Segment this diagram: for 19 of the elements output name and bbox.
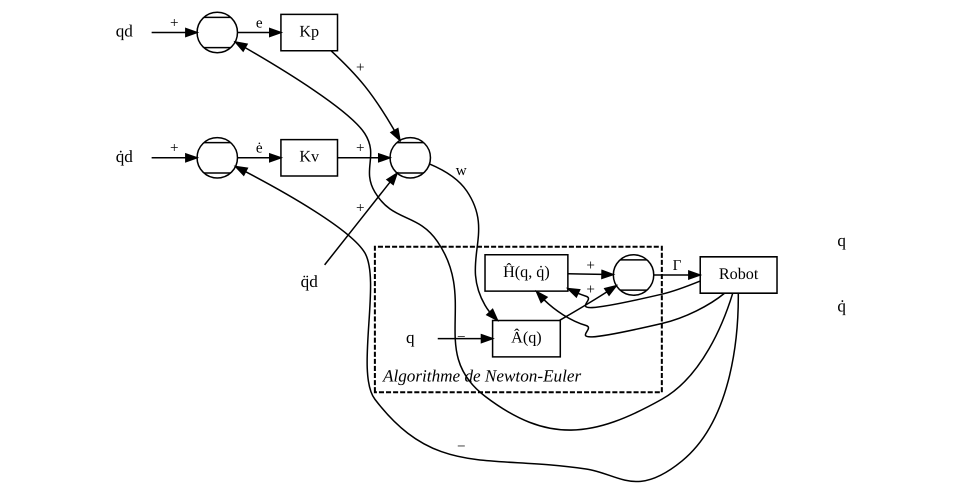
node-text: qd	[116, 22, 133, 41]
node-text: q̇d	[116, 146, 133, 166]
node-text: q̈d	[300, 272, 318, 292]
label: q	[837, 230, 846, 250]
edge-label: +	[356, 58, 365, 76]
edge-label: e	[256, 14, 263, 32]
node-text: q	[406, 328, 415, 347]
edge-label: +	[356, 140, 365, 157]
edge-label: +	[586, 256, 595, 274]
edge-label: +	[170, 14, 179, 32]
edge-label: +	[356, 199, 365, 216]
edge-label: ė	[256, 140, 263, 157]
edge-label: +	[170, 140, 179, 157]
edge-label: −	[457, 438, 466, 455]
edge-label: w	[456, 162, 467, 179]
label: q̇	[837, 296, 846, 316]
edge-label: −	[457, 328, 466, 346]
edge-label: Γ	[672, 256, 682, 274]
edge-label: +	[586, 281, 595, 298]
